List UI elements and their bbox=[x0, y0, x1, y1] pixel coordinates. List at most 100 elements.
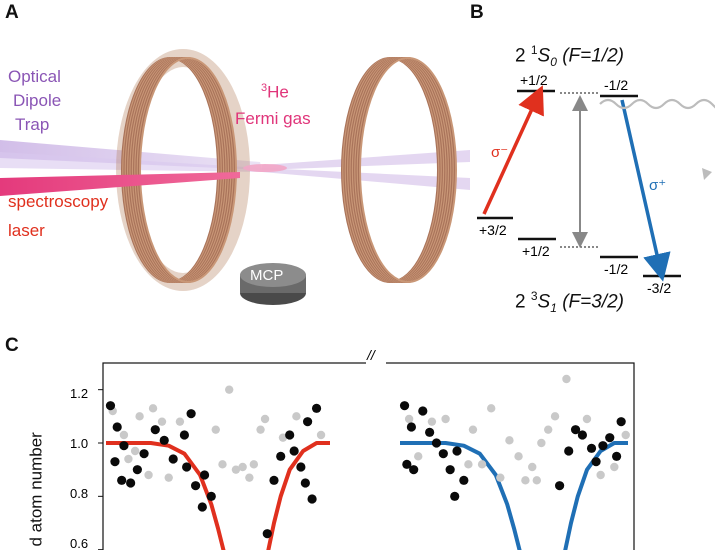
left-black-point bbox=[105, 401, 116, 411]
right-black-point bbox=[591, 457, 601, 467]
left-black-point bbox=[307, 494, 317, 504]
gas-label-isotope: 3 bbox=[261, 82, 268, 94]
left-black-point bbox=[112, 422, 122, 432]
right-gray-point bbox=[550, 412, 560, 421]
right-black-point bbox=[406, 422, 416, 432]
left-gray-point bbox=[157, 417, 167, 426]
mcp-label: MCP bbox=[250, 267, 284, 284]
ytick-0-8: 0.8 bbox=[70, 486, 89, 501]
right-black-point bbox=[605, 433, 615, 443]
left-gray-point bbox=[124, 454, 133, 464]
left-gray-point bbox=[260, 414, 270, 424]
right-gray-point bbox=[610, 462, 619, 472]
left-gray-point bbox=[211, 425, 220, 434]
right-gray-point bbox=[477, 460, 487, 469]
left-black-point bbox=[303, 417, 313, 427]
right-black-point bbox=[399, 401, 410, 411]
axis-break-mark: // bbox=[367, 347, 375, 363]
right-black-point bbox=[438, 449, 448, 459]
left-black-point bbox=[269, 475, 279, 485]
upper-state-sup: 1 bbox=[530, 43, 538, 57]
left-gray-point bbox=[238, 462, 247, 472]
left-coil-ring bbox=[139, 57, 237, 283]
optical-label-line1: Optical bbox=[8, 67, 61, 86]
left-gray-point bbox=[292, 412, 301, 421]
left-black-point bbox=[119, 441, 129, 451]
left-gray-point bbox=[135, 412, 144, 421]
right-gray-point bbox=[514, 452, 523, 461]
right-gray-point bbox=[487, 404, 496, 413]
left-gray-point bbox=[225, 385, 234, 394]
left-black-point bbox=[262, 529, 272, 539]
right-black-point bbox=[612, 451, 622, 461]
sigma-plus-arrow bbox=[620, 99, 671, 282]
photon-wiggle bbox=[599, 98, 715, 110]
right-black-point bbox=[577, 430, 588, 440]
axis-break-mask bbox=[366, 349, 386, 367]
gas-label-line1: 3He bbox=[261, 83, 289, 101]
right-black-point bbox=[418, 406, 428, 416]
left-gray-point bbox=[144, 470, 153, 480]
level-label-b3: -1/2 bbox=[604, 261, 629, 277]
level-label-top-right: -1/2 bbox=[604, 77, 629, 93]
left-black-point bbox=[150, 425, 160, 435]
left-black-point bbox=[139, 449, 149, 459]
laser-label-line1: spectroscopy bbox=[8, 192, 109, 211]
sigma-minus-label: σ⁻ bbox=[491, 144, 509, 161]
right-gray-point bbox=[537, 438, 546, 448]
trap-beam-right-upper bbox=[262, 150, 470, 170]
left-gray-point bbox=[231, 465, 241, 474]
right-black-point bbox=[402, 459, 412, 469]
panel-letter-a: A bbox=[5, 2, 19, 23]
right-gray-point bbox=[441, 414, 450, 424]
right-black-point bbox=[431, 438, 442, 448]
level-label-top-left: +1/2 bbox=[520, 72, 548, 88]
left-black-point bbox=[191, 481, 201, 491]
level-label-b1: +3/2 bbox=[479, 222, 507, 238]
left-black-point bbox=[117, 475, 127, 485]
right-black-point bbox=[445, 465, 455, 475]
left-black-point bbox=[276, 451, 286, 461]
lower-state-n: 2 bbox=[515, 291, 526, 313]
gas-label-line2: Fermi gas bbox=[235, 109, 311, 128]
upper-state-label: 2 1S0 (F=1/2) bbox=[515, 44, 624, 68]
left-black-point bbox=[206, 491, 216, 501]
left-gray-point bbox=[256, 425, 265, 434]
left-black-point bbox=[132, 465, 142, 475]
right-black-point bbox=[570, 425, 581, 435]
level-label-b4: -3/2 bbox=[647, 280, 672, 296]
right-black-point bbox=[459, 475, 469, 485]
fermi-gas-cloud bbox=[243, 164, 287, 172]
lower-state-label: 2 3S1 (F=3/2) bbox=[515, 290, 624, 314]
left-black-point bbox=[110, 457, 120, 467]
right-coil-ring bbox=[359, 57, 457, 283]
right-black-point bbox=[450, 491, 460, 501]
right-gray-point bbox=[427, 417, 437, 426]
spectroscopy-laser-beam bbox=[0, 172, 240, 196]
lower-state-sup: 3 bbox=[530, 289, 538, 303]
left-gray-point bbox=[278, 433, 288, 442]
right-black-point bbox=[564, 446, 574, 456]
right-gray-point bbox=[468, 425, 478, 434]
left-black-point bbox=[296, 462, 306, 472]
level-label-b2: +1/2 bbox=[522, 243, 550, 259]
left-gray-point bbox=[119, 430, 129, 440]
right-black-point bbox=[452, 446, 462, 456]
right-black-point bbox=[555, 481, 565, 491]
gas-label-element: He bbox=[267, 82, 289, 102]
right-gray-point bbox=[521, 476, 530, 485]
left-fit-curve bbox=[266, 441, 330, 550]
right-gray-point bbox=[532, 476, 541, 485]
sigma-minus-arrow bbox=[482, 85, 544, 215]
trap-beam-right-lower bbox=[262, 168, 470, 190]
left-gray-point bbox=[130, 446, 140, 456]
ytick-0-6: 0.6 bbox=[70, 536, 89, 551]
right-gray-point bbox=[544, 425, 553, 434]
laser-label-line2: laser bbox=[8, 221, 45, 240]
left-gray-point bbox=[148, 404, 158, 413]
right-black-point bbox=[425, 427, 435, 437]
left-black-point bbox=[159, 435, 169, 445]
